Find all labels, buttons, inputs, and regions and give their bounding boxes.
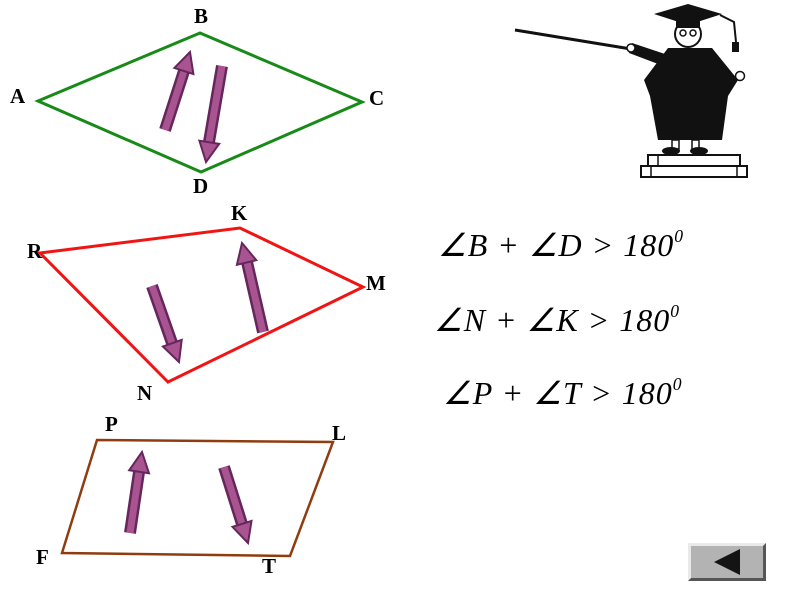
vertex-label-d: D [193, 174, 209, 198]
formula-exponent: 0 [672, 373, 683, 394]
graduate-clipart [514, 4, 748, 178]
double-arrows-bd [159, 49, 228, 165]
vertex-label-a: A [10, 84, 26, 108]
vertex-label-l: L [332, 421, 347, 445]
formula-expression: ∠P + ∠T > 180 [443, 375, 673, 411]
arrow-down-icon [230, 519, 253, 546]
arrow-up-icon [127, 449, 151, 475]
formula-bd: ∠B + ∠D > 1800 [438, 226, 684, 264]
vertex-label-n: N [137, 381, 153, 405]
arrow-up-icon [172, 49, 195, 76]
back-button[interactable] [688, 543, 766, 581]
vertex-label-r: R [27, 239, 43, 263]
vertex-label-k: K [231, 201, 248, 225]
quad-rkmn-outline [36, 226, 367, 384]
formula-pt: ∠P + ∠T > 1800 [443, 374, 683, 412]
vertex-label-m: M [366, 271, 386, 295]
arrow-down-icon [161, 338, 183, 365]
double-arrows-pt [124, 449, 253, 546]
vertex-label-c: C [369, 86, 385, 110]
quad-abcd-outline [34, 31, 366, 174]
vertex-label-b: B [194, 4, 209, 28]
back-arrow-icon [714, 549, 740, 575]
formula-exponent: 0 [674, 225, 685, 246]
vertex-label-p: P [105, 412, 118, 436]
arrow-down-icon [197, 139, 221, 165]
formula-expression: ∠N + ∠K > 180 [434, 302, 671, 338]
vertex-label-f: F [36, 545, 49, 569]
arrow-up-icon [235, 240, 259, 267]
vertex-label-t: T [262, 554, 277, 578]
quad-pltf-outline [60, 438, 335, 558]
double-arrows-nk [146, 240, 269, 365]
formula-exponent: 0 [670, 300, 681, 321]
formula-nk: ∠N + ∠K > 1800 [434, 301, 680, 339]
formula-expression: ∠B + ∠D > 180 [438, 227, 675, 263]
